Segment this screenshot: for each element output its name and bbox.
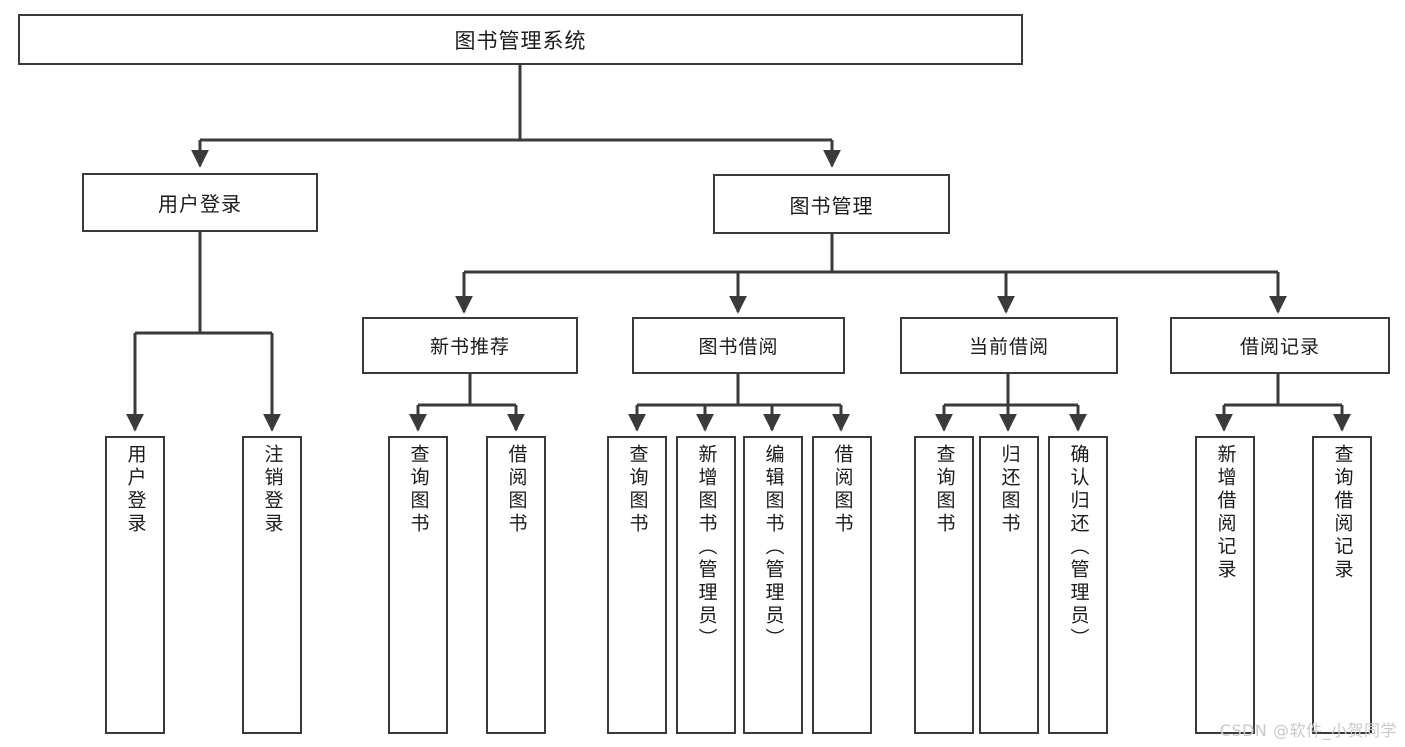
leaf-label: 借阅图书 — [505, 444, 528, 536]
leaf-label: 确认归还（管理员） — [1067, 444, 1090, 651]
leaf-label: 查询图书 — [933, 444, 956, 536]
node-user-login[interactable]: 用户登录 — [82, 173, 318, 232]
leaf-label: 新增图书（管理员） — [695, 444, 718, 651]
leaf-borrow-edit-book[interactable]: 编辑图书（管理员） — [743, 436, 803, 734]
leaf-borrow-borrow-book[interactable]: 借阅图书 — [812, 436, 872, 734]
leaf-label: 查询图书 — [407, 444, 430, 536]
leaf-label: 编辑图书（管理员） — [762, 444, 785, 651]
leaf-label: 查询借阅记录 — [1331, 444, 1354, 582]
leaf-label: 用户登录 — [124, 444, 147, 536]
node-book-management[interactable]: 图书管理 — [713, 174, 950, 234]
leaf-borrow-query-book[interactable]: 查询图书 — [607, 436, 667, 734]
csdn-watermark: CSDN @软件_小贺同学 — [1219, 721, 1397, 740]
leaf-current-query-book[interactable]: 查询图书 — [914, 436, 974, 734]
leaf-record-add[interactable]: 新增借阅记录 — [1195, 436, 1255, 734]
node-root[interactable]: 图书管理系统 — [18, 14, 1023, 65]
node-borrow-record-label: 借阅记录 — [1239, 336, 1320, 358]
leaf-current-confirm-return[interactable]: 确认归还（管理员） — [1048, 436, 1108, 734]
node-root-label: 图书管理系统 — [454, 28, 587, 53]
node-new-book-recommend[interactable]: 新书推荐 — [362, 317, 578, 374]
leaf-user-login-signin[interactable]: 用户登录 — [105, 436, 165, 734]
leaf-new-book-query[interactable]: 查询图书 — [388, 436, 448, 734]
leaf-label: 归还图书 — [998, 444, 1021, 536]
node-user-login-label: 用户登录 — [158, 192, 242, 216]
leaf-user-login-signout[interactable]: 注销登录 — [242, 436, 302, 734]
node-current-borrow[interactable]: 当前借阅 — [900, 317, 1118, 374]
leaf-label: 查询图书 — [626, 444, 649, 536]
node-book-borrow[interactable]: 图书借阅 — [632, 317, 845, 374]
node-current-borrow-label: 当前借阅 — [968, 336, 1049, 358]
leaf-label: 新增借阅记录 — [1214, 444, 1237, 582]
leaf-borrow-add-book[interactable]: 新增图书（管理员） — [676, 436, 736, 734]
node-borrow-record[interactable]: 借阅记录 — [1170, 317, 1390, 374]
leaf-label: 借阅图书 — [831, 444, 854, 536]
node-book-borrow-label: 图书借阅 — [698, 336, 779, 358]
node-book-management-label: 图书管理 — [789, 193, 874, 218]
leaf-current-return-book[interactable]: 归还图书 — [979, 436, 1039, 734]
leaf-label: 注销登录 — [261, 444, 284, 536]
leaf-new-book-borrow[interactable]: 借阅图书 — [486, 436, 546, 734]
node-new-book-recommend-label: 新书推荐 — [429, 336, 510, 358]
leaf-record-query[interactable]: 查询借阅记录 — [1312, 436, 1372, 734]
